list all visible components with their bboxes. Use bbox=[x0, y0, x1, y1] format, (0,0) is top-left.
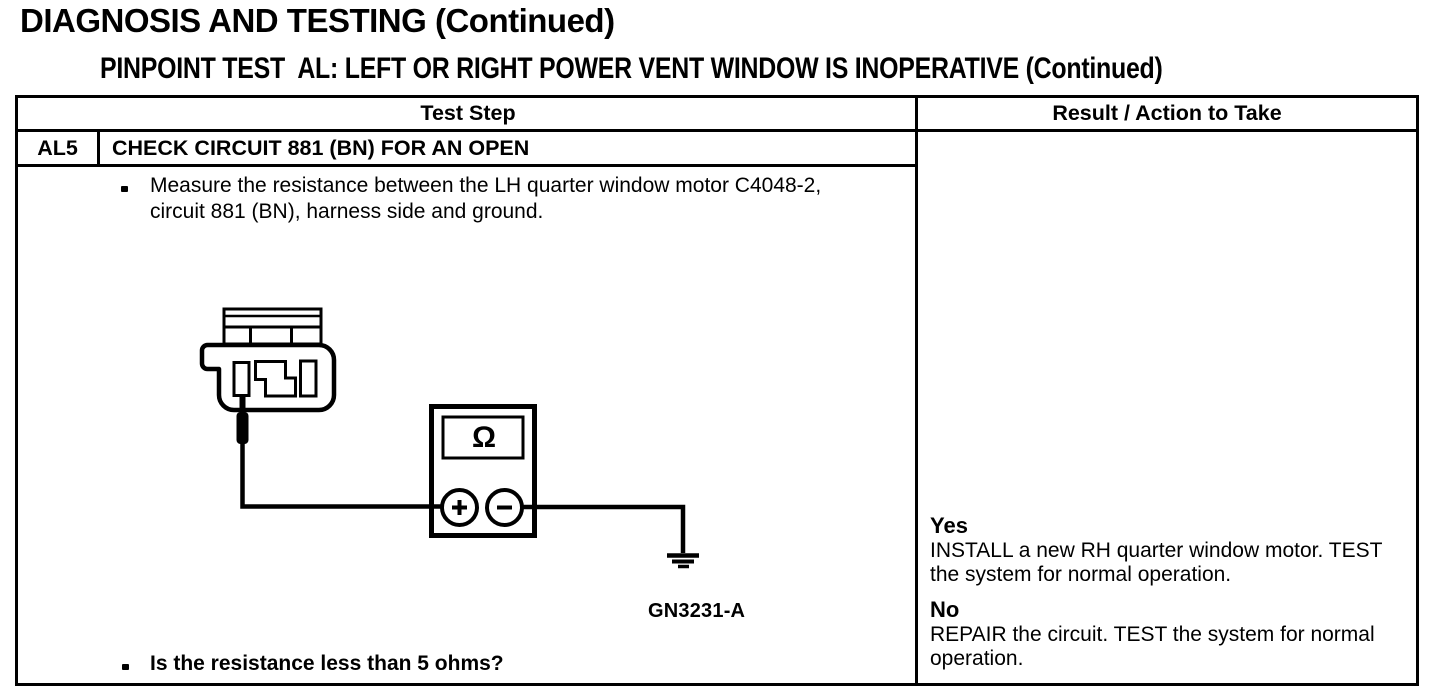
step-title: CHECK CIRCUIT 881 (BN) FOR AN OPEN bbox=[112, 135, 530, 160]
negative-lead-wire bbox=[505, 504, 686, 553]
minus-terminal-icon bbox=[485, 488, 524, 527]
column-header-result-action: Result / Action to Take bbox=[1052, 101, 1282, 125]
results-block: Yes INSTALL a new RH quarter window moto… bbox=[930, 513, 1412, 681]
result-answer-no: No bbox=[930, 597, 960, 622]
step-id: AL5 bbox=[18, 132, 100, 164]
result-no: No REPAIR the circuit. TEST the system f… bbox=[930, 597, 1412, 671]
result-yes: Yes INSTALL a new RH quarter window moto… bbox=[930, 513, 1412, 587]
pin-cavity-1 bbox=[232, 361, 251, 397]
figure-id: GN3231-A bbox=[648, 600, 746, 622]
page-title: DIAGNOSIS AND TESTING (Continued) bbox=[20, 2, 615, 39]
bullet-icon bbox=[121, 186, 128, 192]
result-action-yes: INSTALL a new RH quarter window motor. T… bbox=[930, 539, 1383, 586]
wiring-diagram: Ω bbox=[199, 307, 699, 569]
column-header-test-step: Test Step bbox=[420, 101, 516, 125]
section-subtitle: PINPOINT TEST AL: LEFT OR RIGHT POWER VE… bbox=[100, 52, 1163, 85]
bullet-icon bbox=[122, 664, 129, 670]
column-divider bbox=[915, 98, 918, 683]
question-text: Is the resistance less than 5 ohms? bbox=[150, 652, 504, 675]
pinpoint-test-table: Test Step Result / Action to Take AL5 CH… bbox=[15, 95, 1419, 686]
probe-icon bbox=[236, 396, 249, 444]
result-answer-yes: Yes bbox=[930, 513, 968, 538]
ground-icon bbox=[667, 553, 699, 569]
instruction-text: Measure the resistance between the LH qu… bbox=[150, 174, 822, 223]
table-header-row: Test Step Result / Action to Take bbox=[18, 98, 1416, 132]
plus-terminal-icon bbox=[440, 488, 479, 527]
test-step-row: AL5 CHECK CIRCUIT 881 (BN) FOR AN OPEN bbox=[18, 132, 915, 167]
pin-cavity-3 bbox=[299, 359, 318, 398]
pin-cavity-2 bbox=[254, 360, 297, 398]
ohm-symbol: Ω bbox=[472, 421, 496, 454]
connector-icon bbox=[199, 307, 337, 413]
positive-lead-wire bbox=[240, 440, 460, 509]
result-action-no: REPAIR the circuit. TEST the system for … bbox=[930, 623, 1375, 670]
